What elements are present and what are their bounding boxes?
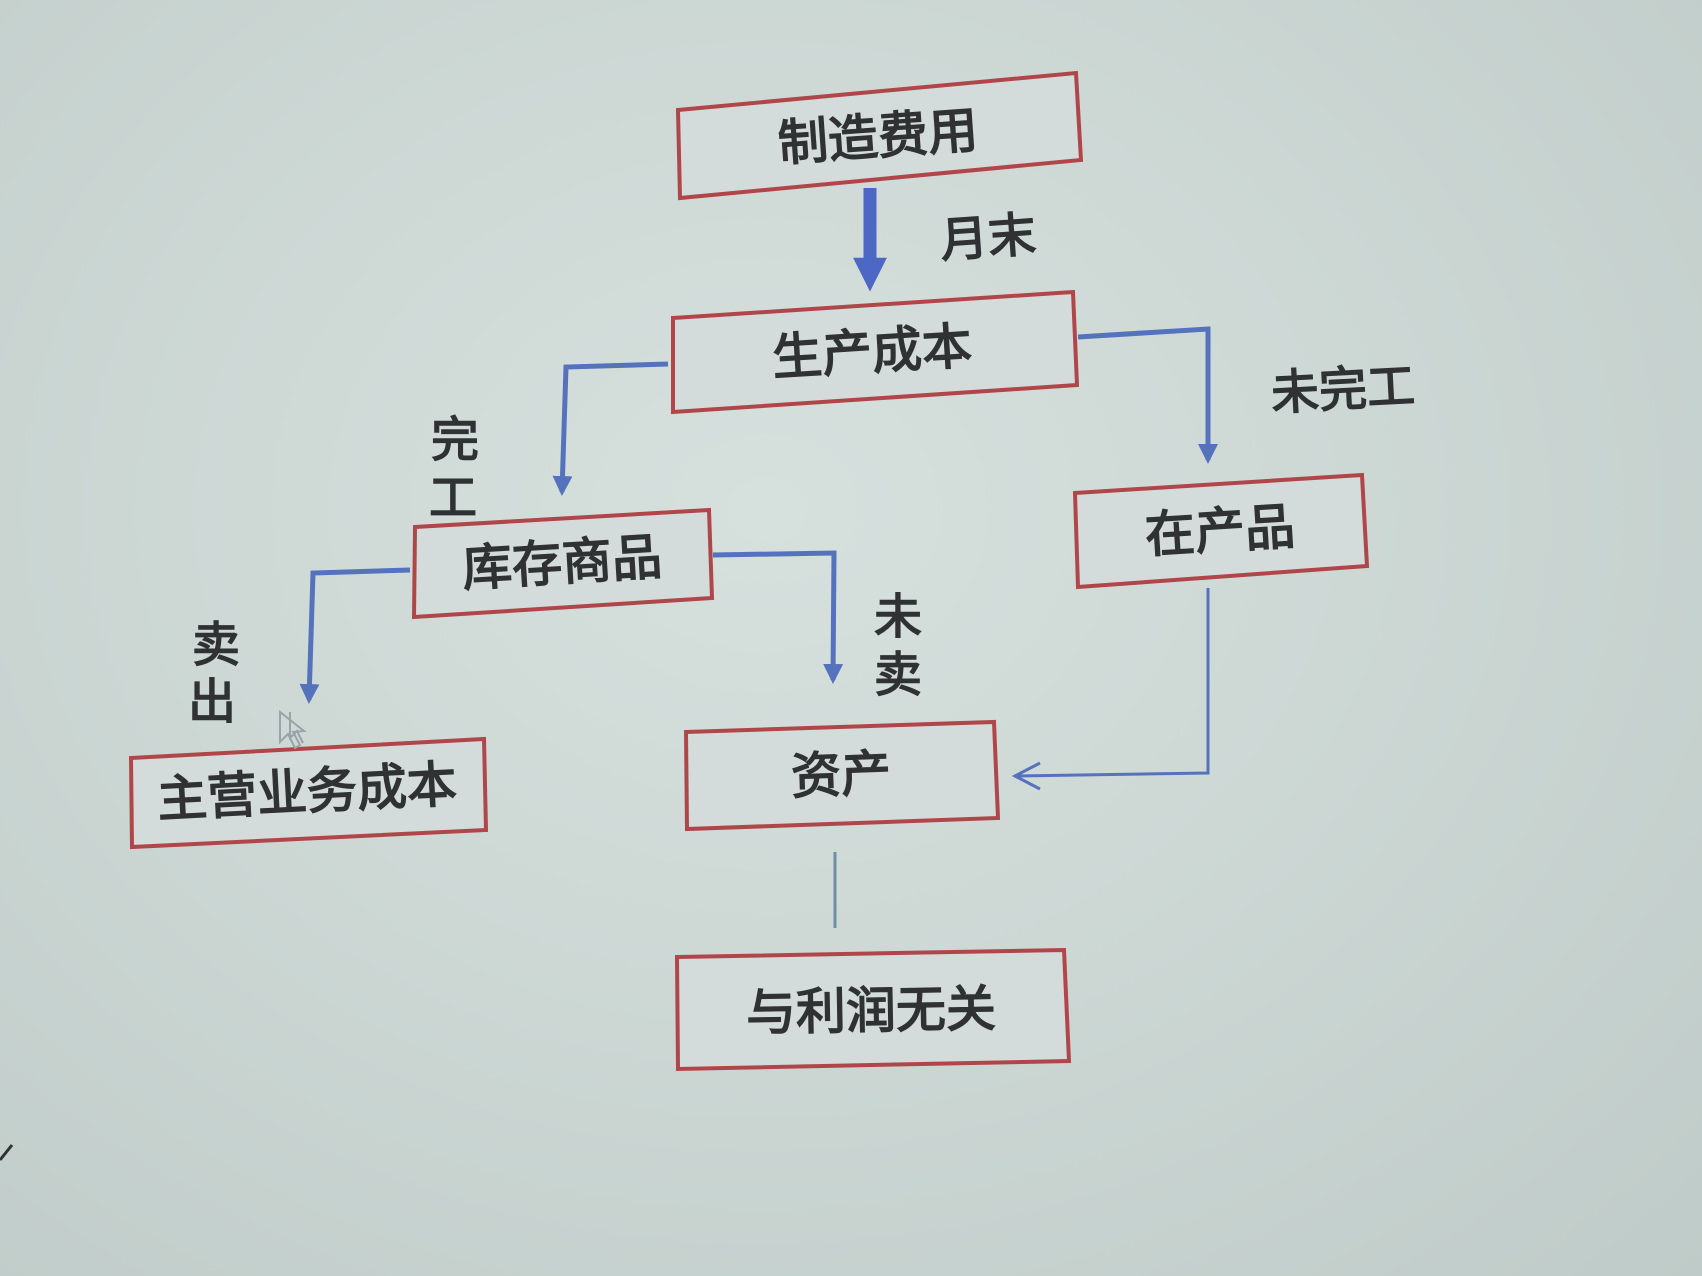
line-wip-to-assets	[1015, 588, 1210, 778]
node-manufacturing-overhead: 制造费用	[675, 70, 1084, 201]
edge-labels: 月末 完 工 未完工 卖 出 未 卖	[188, 207, 1416, 730]
node-work-in-process: 在产品	[1072, 472, 1370, 590]
arrow-inventory-to-main-cost	[299, 567, 411, 704]
label-month-end: 月末	[938, 207, 1038, 270]
node-work-in-process-label: 在产品	[1143, 497, 1296, 564]
node-unrelated-to-profit-label: 与利润无关	[746, 980, 997, 1042]
arrow-production-to-wip	[1077, 326, 1218, 464]
arrow-production-to-inventory	[552, 361, 669, 496]
label-unsold-bottom: 卖	[874, 647, 922, 703]
node-manufacturing-overhead-label: 制造费用	[776, 101, 980, 173]
label-completed-bottom: 工	[429, 470, 477, 526]
node-inventory-goods: 库存商品	[411, 507, 715, 620]
node-production-cost: 生产成本	[671, 289, 1080, 415]
node-main-business-cost: 主营业务成本	[128, 736, 489, 850]
label-sold-top: 卖	[192, 617, 240, 673]
node-assets-label: 资产	[790, 744, 892, 805]
pointer-cursor-icon	[279, 709, 307, 750]
arrow-inventory-to-assets	[712, 550, 844, 684]
label-unsold-top: 未	[874, 589, 922, 645]
node-unrelated-to-profit: 与利润无关	[674, 947, 1072, 1072]
label-not-completed: 未完工	[1270, 358, 1417, 421]
arrowhead-open-assets	[1011, 761, 1041, 791]
node-inventory-goods-label: 库存商品	[460, 528, 663, 598]
label-completed-top: 完	[431, 412, 479, 468]
node-production-cost-label: 生产成本	[770, 317, 973, 387]
node-assets: 资产	[683, 719, 1001, 832]
label-sold-bottom: 出	[188, 674, 236, 730]
connectors	[299, 188, 1218, 928]
pen-stroke-mark	[0, 1144, 14, 1161]
